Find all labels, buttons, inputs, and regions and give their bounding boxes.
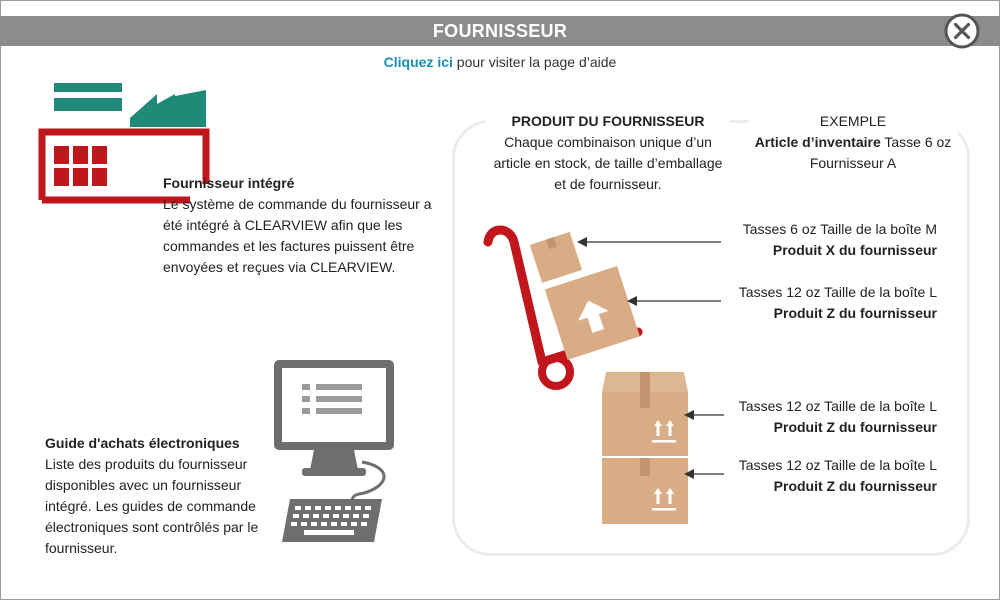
arrow-left-icon [627,296,721,306]
factory-icon [38,83,210,204]
product-row-1-line1: Tasses 6 oz Taille de la boîte M [742,221,937,237]
arrow-left-icon [684,469,724,479]
product-row-3: Tasses 12 oz Taille de la boîte L Produi… [739,396,937,438]
supplier-product-description: Chaque combinaison unique d’un article e… [493,134,723,192]
product-row-1-line2: Produit X du fournisseur [772,242,937,258]
computer-keyboard-icon [274,360,394,542]
product-row-3-line2: Produit Z du fournisseur [773,419,937,435]
product-row-1: Tasses 6 oz Taille de la boîte M Produit… [743,219,937,261]
product-row-2-line1: Tasses 12 oz Taille de la boîte L [738,284,937,300]
product-row-3-line1: Tasses 12 oz Taille de la boîte L [738,398,937,414]
example-heading: EXEMPLE [819,113,887,129]
stacked-boxes-icon [602,372,688,524]
example-text: Tasse 6 oz Fournisseur A [809,134,952,171]
integrated-supplier-body: Le système de commande du fournisseur a … [163,196,432,275]
window-title: FOURNISSEUR [432,20,568,41]
help-link[interactable]: Cliquez ici [383,54,453,70]
integrated-supplier-text: Fournisseur intégré Le système de comman… [163,173,438,278]
hand-truck-boxes-icon [483,225,643,390]
product-row-2: Tasses 12 oz Taille de la boîte L Produi… [739,282,937,324]
title-bar: FOURNISSEUR [0,16,1000,46]
integrated-supplier-heading: Fournisseur intégré [163,175,295,191]
example-bold: Article d’inventaire [754,134,881,150]
arrow-left-icon [684,410,724,420]
product-row-4-line1: Tasses 12 oz Taille de la boîte L [738,457,937,473]
e-purchasing-text: Guide d'achats électroniques Liste des p… [45,433,285,559]
supplier-product-heading: PRODUIT DU FOURNISSEUR [511,113,705,129]
example-header: EXEMPLE Article d’inventaire Tasse 6 oz … [748,111,958,174]
help-line: Cliquez ici pour visiter la page d’aide [0,54,1000,70]
close-button[interactable] [944,13,980,49]
product-row-4-line2: Produit Z du fournisseur [773,478,937,494]
close-icon [944,13,980,49]
supplier-product-header: PRODUIT DU FOURNISSEUR Chaque combinaiso… [486,111,730,195]
e-purchasing-body: Liste des produits du fournisseur dispon… [45,456,259,556]
product-row-2-line2: Produit Z du fournisseur [773,305,937,321]
e-purchasing-heading: Guide d'achats électroniques [45,435,240,451]
arrow-left-icon [577,237,721,247]
help-text: pour visiter la page d’aide [452,54,617,70]
product-row-4: Tasses 12 oz Taille de la boîte L Produi… [739,455,937,497]
